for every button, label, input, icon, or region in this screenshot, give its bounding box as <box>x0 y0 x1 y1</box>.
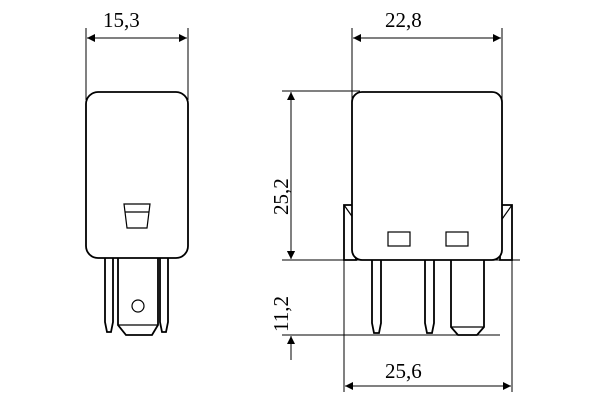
thin-pin-left <box>104 258 114 333</box>
slot-right <box>445 231 469 247</box>
relay-body-front <box>351 91 503 261</box>
side-width-label: 15,3 <box>103 8 140 32</box>
latch-tab-icon <box>123 203 151 229</box>
pin-length-label: 11,2 <box>269 296 293 332</box>
slot-left <box>387 231 411 247</box>
side-view-pins <box>104 258 169 336</box>
blade-hole <box>131 299 145 313</box>
blade-terminal <box>117 258 159 336</box>
overall-width-label: 25,6 <box>385 359 422 383</box>
side-view: 15,3 <box>85 8 189 336</box>
front-view-pins <box>371 259 485 336</box>
thin-pin-1 <box>371 259 382 334</box>
relay-body-side <box>85 91 189 259</box>
front-view: 22,8 25,2 11,2 25, <box>269 8 520 392</box>
blade-terminal-front <box>450 259 485 336</box>
thin-pin-right <box>159 258 169 333</box>
thin-pin-2 <box>424 259 435 334</box>
front-width-label: 22,8 <box>385 8 422 32</box>
body-height-label: 25,2 <box>269 178 293 215</box>
